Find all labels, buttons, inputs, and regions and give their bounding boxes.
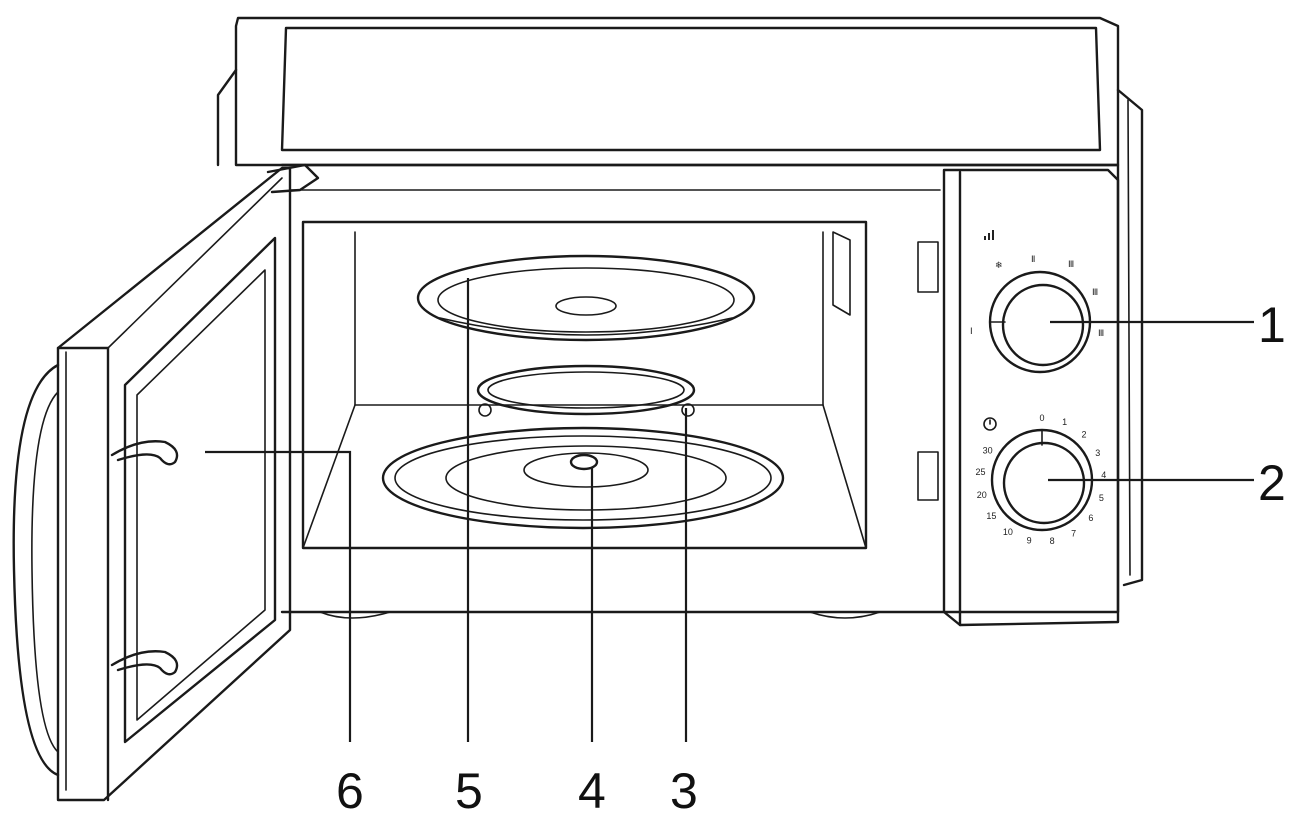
power-knob: ❄ Ⅱ Ⅲ Ⅲ Ⅲ Ⅰ (970, 230, 1104, 374)
callout-label-6: 6 (336, 763, 364, 817)
timer-mark: 20 (977, 490, 987, 500)
timer-mark: 5 (1099, 493, 1104, 503)
control-panel (942, 168, 1120, 627)
callout-label-1: 1 (1258, 297, 1286, 353)
callout-labels: 1 2 3 4 5 6 (336, 297, 1286, 817)
timer-mark: 30 (983, 445, 993, 455)
callout-label-2: 2 (1258, 455, 1286, 511)
timer-mark: 3 (1095, 448, 1100, 458)
timer-mark: 15 (986, 511, 996, 521)
timer-mark: 1 (1062, 417, 1067, 427)
leader-6 (205, 450, 352, 742)
turntable-base (381, 426, 785, 530)
timer-mark: 25 (975, 467, 985, 477)
timer-mark: 10 (1003, 527, 1013, 537)
power-level-icon (984, 230, 994, 240)
svg-text:Ⅲ: Ⅲ (1092, 287, 1098, 297)
timer-mark: 9 (1027, 536, 1032, 546)
svg-text:Ⅲ: Ⅲ (1068, 259, 1074, 269)
timer-mark: 7 (1071, 528, 1076, 538)
svg-text:Ⅰ: Ⅰ (970, 326, 973, 336)
clock-icon (983, 417, 997, 431)
timer-knob: 0 1 23 4 56 7 8 9 10 15 20 25 30 (975, 413, 1106, 546)
glass-tray (416, 254, 756, 342)
callout-label-4: 4 (578, 763, 606, 817)
timer-mark: 6 (1088, 513, 1093, 523)
callout-label-3: 3 (670, 763, 698, 817)
timer-mark: 0 (1039, 413, 1044, 423)
timer-mark: 2 (1081, 429, 1086, 439)
leader-lines (205, 278, 1254, 742)
defrost-icon: ❄ (995, 260, 1003, 270)
oven-cavity (301, 220, 868, 550)
svg-text:Ⅱ: Ⅱ (1031, 254, 1035, 264)
shaft-coupler (569, 453, 599, 471)
timer-mark: 8 (1050, 536, 1055, 546)
callout-label-5: 5 (455, 763, 483, 817)
roller-ring (476, 364, 696, 417)
svg-text:Ⅲ: Ⅲ (1098, 328, 1104, 338)
timer-mark: 4 (1101, 470, 1106, 480)
microwave-door (12, 163, 939, 802)
